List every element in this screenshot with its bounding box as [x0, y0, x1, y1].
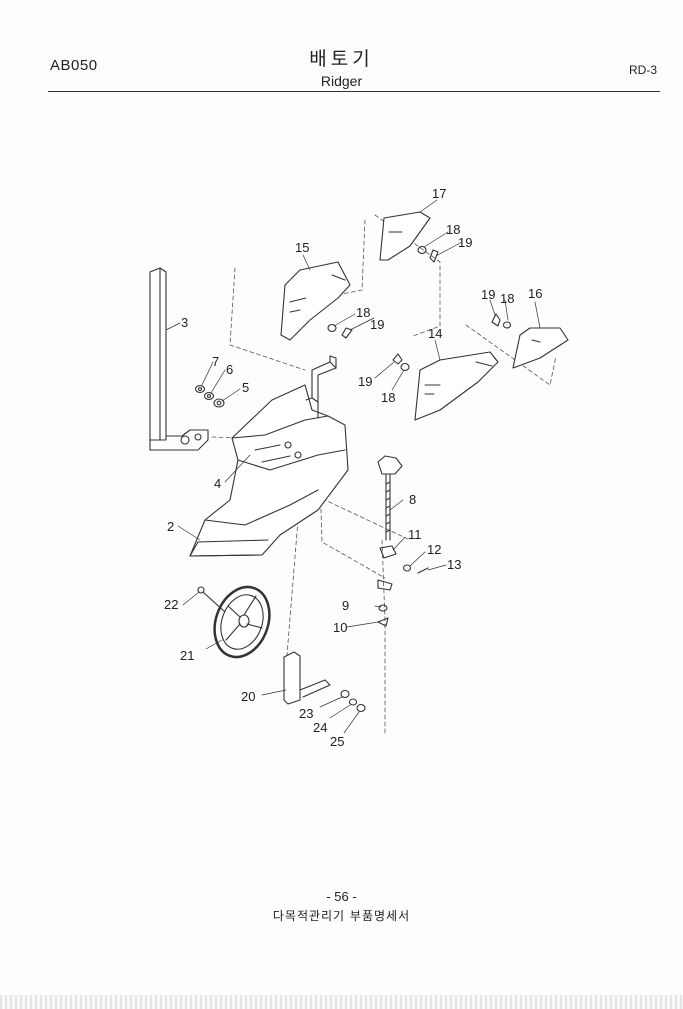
part-2-moldboard [189, 384, 349, 557]
callout-18-d: 18 [500, 291, 514, 306]
model-code: AB050 [50, 57, 98, 74]
callout-7: 7 [212, 354, 219, 369]
document-subtitle: 다목적관리기 부품명세서 [272, 909, 411, 923]
callout-23: 23 [299, 706, 313, 721]
callout-13: 13 [447, 557, 461, 572]
part-5-6-7-hardware [194, 384, 225, 408]
callout-6: 6 [226, 362, 233, 377]
callout-25: 25 [330, 734, 344, 749]
callout-22: 22 [164, 597, 178, 612]
part-17-fin [379, 211, 431, 261]
callout-3: 3 [181, 315, 188, 330]
part-20-wheel-arm [283, 651, 331, 705]
page-footer: - 56 - 다목적관리기 부품명세서 [0, 889, 683, 924]
callout-19-a: 19 [370, 317, 384, 332]
page-number: - 56 - [326, 889, 357, 904]
part-15-fin [280, 261, 351, 341]
callout-15: 15 [295, 240, 309, 255]
callout-21: 21 [180, 648, 194, 663]
part-16-fin [512, 327, 569, 369]
callout-4: 4 [214, 476, 221, 491]
moldboard-post [305, 355, 337, 419]
callout-19-b: 19 [458, 235, 472, 250]
part-23-24-25-hardware [340, 689, 366, 713]
callout-19-c: 19 [358, 374, 372, 389]
callout-20: 20 [241, 689, 255, 704]
callout-18-b: 18 [446, 222, 460, 237]
callout-2: 2 [167, 519, 174, 534]
callout-labels: 2 3 4 5 6 7 8 9 10 11 12 13 14 15 16 17 … [164, 186, 542, 749]
page-code: RD-3 [628, 63, 657, 77]
callout-5: 5 [242, 380, 249, 395]
title-english: Ridger [320, 73, 363, 89]
callout-18-a: 18 [356, 305, 370, 320]
callout-12: 12 [427, 542, 441, 557]
part-21-wheel [213, 585, 271, 659]
callout-leader-lines [165, 199, 541, 734]
callout-10: 10 [333, 620, 347, 635]
callout-8: 8 [409, 492, 416, 507]
part-11-12-13-hardware [377, 545, 429, 591]
callout-11: 11 [408, 527, 422, 542]
callout-19-d: 19 [481, 287, 495, 302]
scan-edge [0, 995, 683, 1009]
callout-17: 17 [432, 186, 446, 201]
callout-18-c: 18 [381, 390, 395, 405]
part-14-fin [414, 351, 499, 421]
title-korean: 배토기 [309, 48, 374, 70]
part-18-19-hardware [327, 245, 512, 372]
part-22-axle-bolt [197, 586, 226, 613]
part-9-10-washers [377, 604, 389, 627]
callout-9: 9 [342, 598, 349, 613]
part-4-bolts [254, 441, 302, 463]
part-3-vertical-bar [149, 267, 209, 451]
callout-16: 16 [528, 286, 542, 301]
header-title: 배토기 Ridger [0, 44, 683, 89]
callout-24: 24 [313, 720, 327, 735]
part-8-handle-screw [377, 455, 403, 541]
callout-14: 14 [428, 326, 442, 341]
header-rule [48, 91, 660, 92]
